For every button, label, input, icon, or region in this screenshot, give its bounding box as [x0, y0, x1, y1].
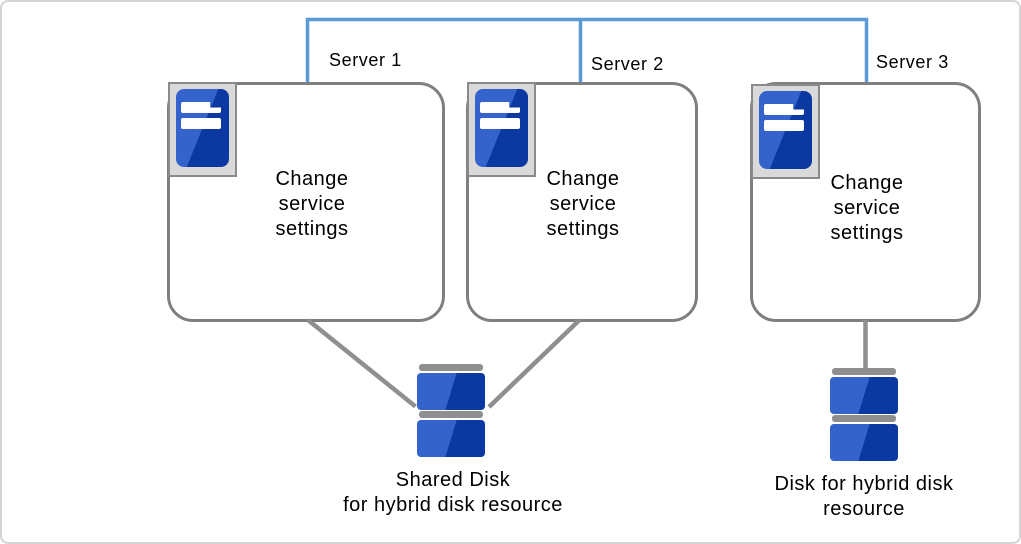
server-tower-icon — [467, 82, 536, 177]
server3-label: Server 3 — [876, 52, 949, 72]
server3-action-text: Change service settings — [830, 172, 904, 244]
disk-stack-icon — [417, 364, 485, 457]
server2-action-text: Change service settings — [546, 168, 620, 240]
server-drive-slot — [480, 118, 520, 129]
server-tower-icon — [168, 82, 237, 177]
disk-cap — [419, 364, 483, 371]
server-tower-body — [759, 91, 812, 169]
disk-cap — [832, 368, 896, 375]
server-drive-slot — [764, 104, 804, 115]
server-drive-slot — [764, 120, 804, 131]
server1-label: Server 1 — [329, 50, 402, 70]
server-tower-icon — [751, 84, 820, 179]
connector-server2-shared-disk — [487, 318, 582, 409]
disk-divider — [419, 411, 483, 418]
server-tower-body — [475, 89, 528, 167]
shared-disk-caption-line1: Shared Disk — [395, 469, 511, 491]
disk-platter — [417, 373, 485, 410]
network-line — [305, 17, 869, 82]
disk-platter — [830, 377, 898, 414]
server2-box — [466, 82, 698, 322]
disk-stack-icon — [830, 368, 898, 461]
disk-divider — [832, 415, 896, 422]
hybrid-disk-caption: Disk for hybrid disk resource — [744, 472, 984, 522]
hybrid-disk-caption-line1: Disk for hybrid disk — [774, 473, 954, 495]
server-drive-slot — [181, 102, 221, 113]
shared-disk-caption-line2: for hybrid disk resource — [343, 494, 563, 516]
connector-server1-shared-disk — [306, 318, 417, 409]
server1-action-text: Change service settings — [275, 168, 349, 240]
server2-label: Server 2 — [591, 54, 664, 74]
server-drive-slot — [480, 102, 520, 113]
shared-disk-caption: Shared Disk for hybrid disk resource — [293, 468, 613, 518]
server-tower-body — [176, 89, 229, 167]
hybrid-disk-caption-line2: resource — [823, 498, 905, 520]
disk-platter — [830, 424, 898, 461]
server-drive-slot — [181, 118, 221, 129]
disk-platter — [417, 420, 485, 457]
